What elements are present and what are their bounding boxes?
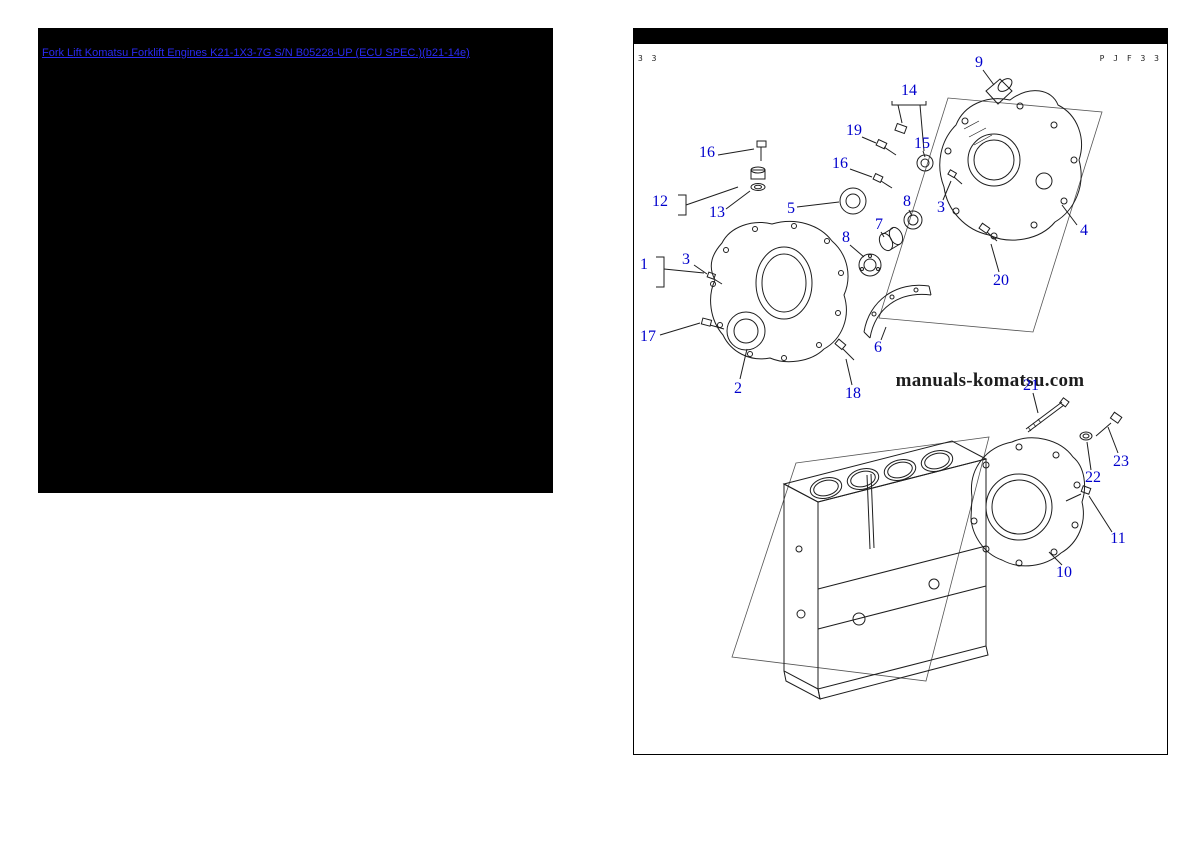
part-13-plug: [725, 166, 766, 210]
part-21-stud: [1025, 392, 1070, 433]
part-callout-12: 12: [652, 193, 668, 210]
page-code-right: P J F 3 3: [1099, 54, 1161, 63]
part-callout-11: 11: [1110, 530, 1126, 547]
frame-upper: [878, 97, 1103, 333]
part-callout-6: 6: [874, 339, 882, 356]
parts-diagram-page: 3 3 P J F 3 3: [633, 28, 1168, 755]
part-callout-22: 22: [1085, 469, 1101, 486]
part-2-seal: [739, 348, 748, 380]
part-19-bolt: [861, 136, 897, 156]
watermark: manuals-komatsu.com: [895, 370, 1085, 391]
part-1-bracket: [656, 256, 665, 288]
part-callout-2: 2: [734, 380, 742, 397]
part-callout-16: 16: [832, 155, 848, 172]
manual-title-link[interactable]: Fork Lift Komatsu Forklift Engines K21-1…: [42, 47, 470, 59]
part-callout-19: 19: [846, 122, 862, 139]
part-callout-4: 4: [1080, 222, 1088, 239]
part-6-gasket: [863, 284, 932, 341]
part-callout-13: 13: [709, 204, 725, 221]
exploded-parts-drawing: [656, 69, 1123, 700]
part-callout-18: 18: [845, 385, 861, 402]
part-callout-5: 5: [787, 200, 795, 217]
part-3a-screw: [942, 169, 963, 201]
part-callout-9: 9: [975, 54, 983, 71]
part-callout-10: 10: [1056, 564, 1072, 581]
part-callout-3: 3: [937, 199, 945, 216]
part-20-bolt: [978, 222, 1000, 273]
part-callout-17: 17: [640, 328, 656, 345]
part-12-bracket: [678, 186, 739, 216]
part-16b-bolt: [849, 168, 893, 189]
part-10-rear-plate: [970, 437, 1086, 567]
part-callout-8: 8: [842, 229, 850, 246]
part-callout-7: 7: [875, 216, 883, 233]
part-14-group: [891, 101, 934, 172]
part-22-washer: [1079, 431, 1093, 471]
part-callout-21: 21: [1023, 377, 1039, 394]
part-18-bolt: [834, 338, 855, 386]
part-callout-20: 20: [993, 272, 1009, 289]
part-1-front-cover: [663, 220, 849, 363]
part-8a-ring: [903, 209, 923, 230]
part-callout-1: 1: [640, 256, 648, 273]
part-callout-8: 8: [903, 193, 911, 210]
page-top-bar: [634, 29, 1167, 44]
part-3b-screw: [693, 264, 723, 285]
part-16a-bolt: [717, 140, 767, 161]
part-23-bolt: [1095, 411, 1123, 454]
part-callout-14: 14: [901, 82, 917, 99]
part-9-plug: [982, 69, 1013, 105]
part-callout-23: 23: [1113, 453, 1129, 470]
part-7-cylinder: [878, 226, 904, 252]
frame-lower: [731, 436, 990, 682]
part-11-bolt: [1065, 485, 1113, 533]
page-number-left: 3 3: [638, 54, 659, 63]
part-5-bushing: [796, 187, 867, 215]
engine-block: [782, 440, 989, 700]
part-callout-16: 16: [699, 144, 715, 161]
part-callout-3: 3: [682, 251, 690, 268]
part-8b-ring: [849, 244, 882, 277]
part-17-bolt: [659, 317, 725, 336]
part-callout-15: 15: [914, 135, 930, 152]
left-black-panel: Fork Lift Komatsu Forklift Engines K21-1…: [38, 28, 553, 493]
